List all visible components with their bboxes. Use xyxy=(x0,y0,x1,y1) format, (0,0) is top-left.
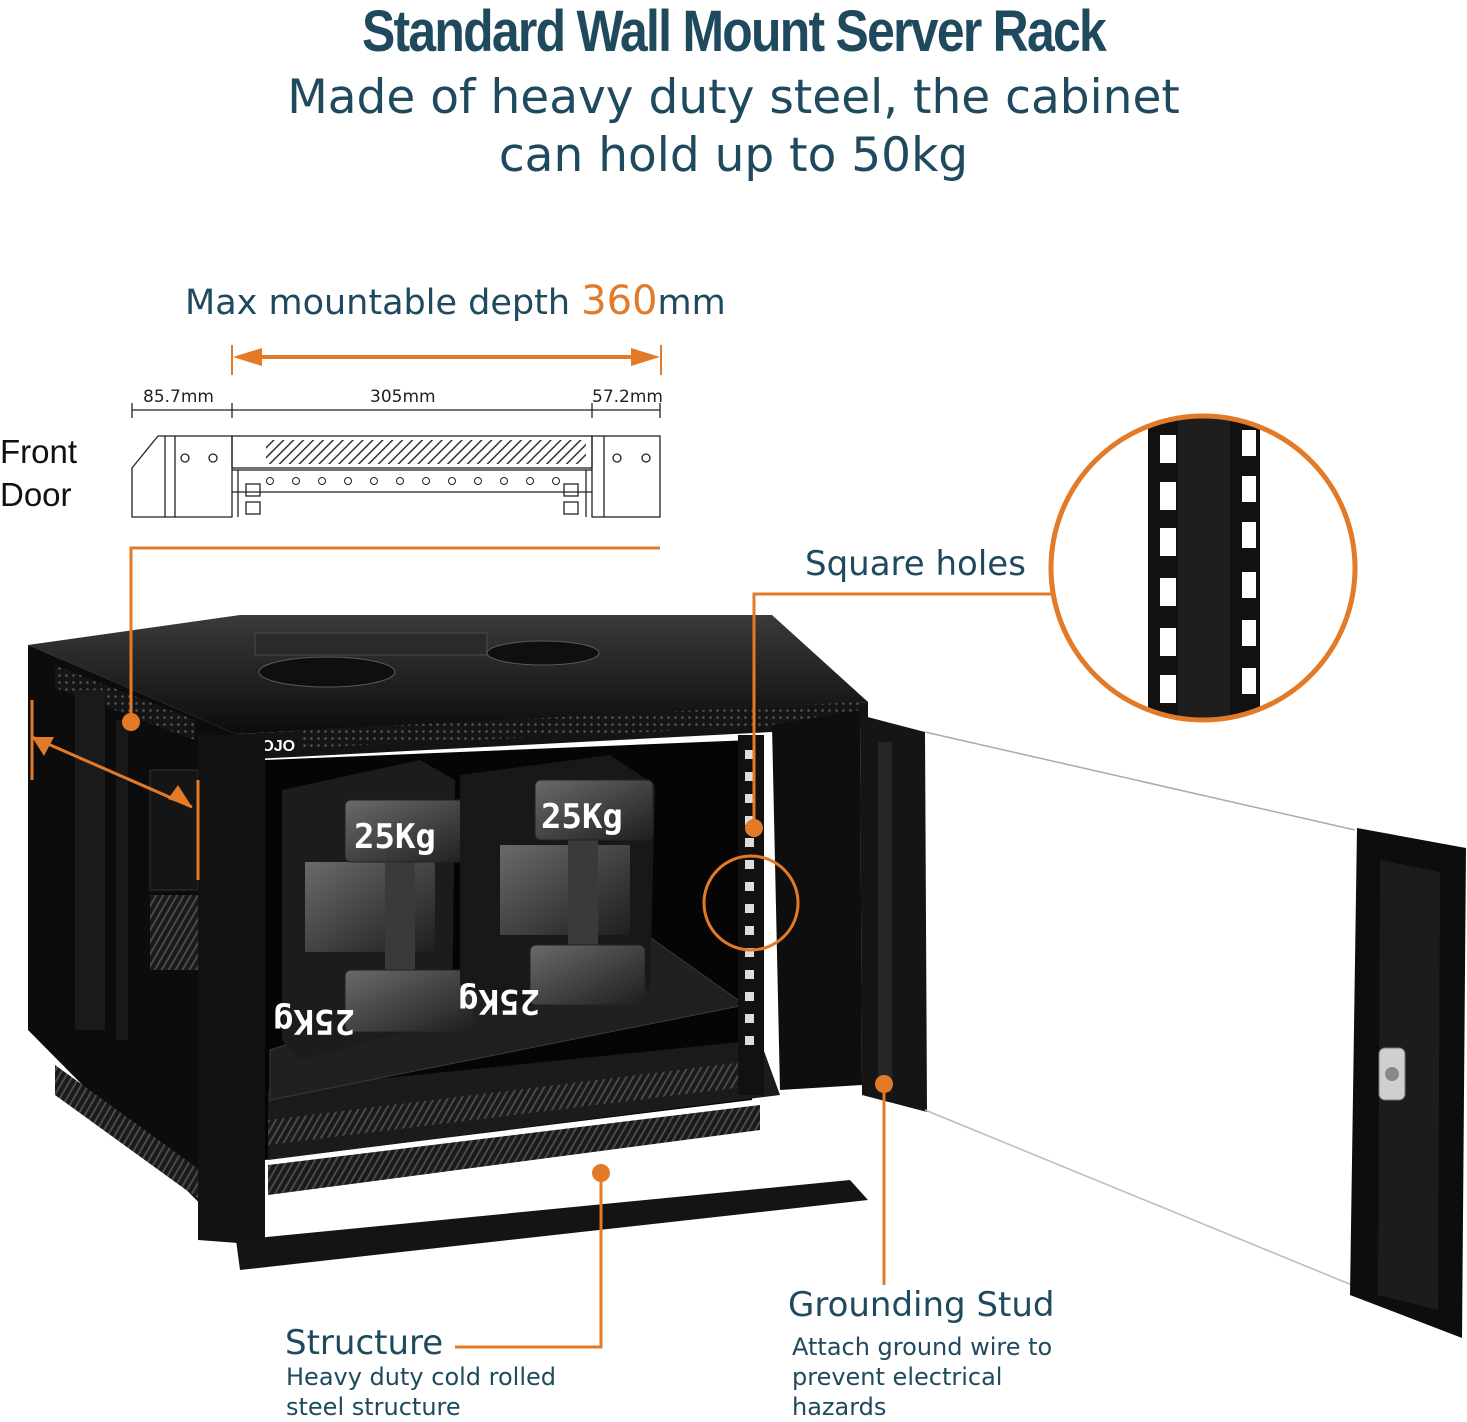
subtitle-line-2: can hold up to 50kg xyxy=(498,128,969,183)
max-depth-prefix: Max mountable depth xyxy=(185,283,582,323)
weight-left xyxy=(282,760,474,1060)
grounding-stud-title: Grounding Stud xyxy=(788,1285,1055,1325)
weight-label-2: 25Kg xyxy=(541,797,623,837)
dim-middle: 305mm xyxy=(370,387,436,407)
fan-right xyxy=(486,640,600,666)
dim-front: 85.7mm xyxy=(143,387,214,407)
weight-right xyxy=(460,755,655,1010)
max-depth-unit: mm xyxy=(657,283,726,323)
door-glass-top xyxy=(924,731,1356,831)
callout-lines xyxy=(30,546,1051,1349)
front-door-line-2: Door xyxy=(0,476,72,513)
front-door-label: Front Door xyxy=(0,430,77,516)
front-door-line-1: Front xyxy=(0,433,78,470)
grounding-stud-desc: Attach ground wire to prevent electrical… xyxy=(792,1333,1053,1421)
rack-top-panel xyxy=(28,615,868,734)
rack-right-frame xyxy=(772,710,862,1090)
structure-desc: Heavy duty cold rolled steel structure xyxy=(286,1363,557,1421)
drawing-holes xyxy=(266,477,560,485)
depth-arrow xyxy=(231,345,662,375)
square-holes-callout xyxy=(1048,413,1358,723)
dim-rear: 57.2mm xyxy=(592,387,663,407)
side-drawing xyxy=(131,403,661,518)
max-depth-label: Max mountable depth 360mm xyxy=(185,278,726,324)
weight-label-3: 25Kg xyxy=(273,1001,355,1041)
rack-front-frame xyxy=(198,735,265,1245)
max-depth-value: 360 xyxy=(581,278,658,324)
door-glass-bottom xyxy=(924,1109,1353,1286)
fan-left xyxy=(258,656,396,688)
door-hinge-side xyxy=(860,715,927,1112)
weight-label-4: 25Kg xyxy=(458,981,540,1021)
subtitle-line-1: Made of heavy duty steel, the cabinet xyxy=(287,70,1180,125)
structure-title: Structure xyxy=(285,1323,444,1363)
square-holes-title: Square holes xyxy=(805,544,1026,584)
page-title: Standard Wall Mount Server Rack xyxy=(361,0,1107,64)
callout-dots xyxy=(32,713,893,1182)
weight-label-1: 25Kg xyxy=(354,817,436,857)
